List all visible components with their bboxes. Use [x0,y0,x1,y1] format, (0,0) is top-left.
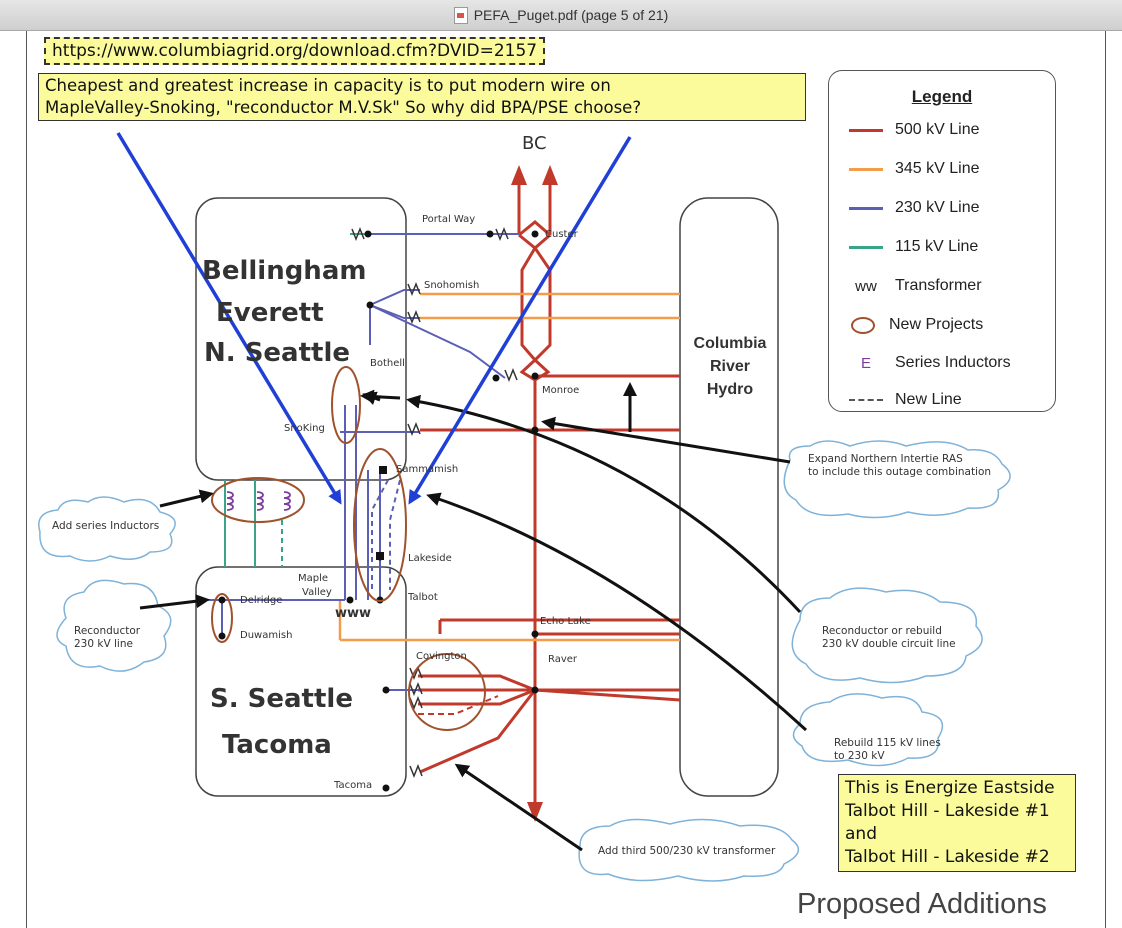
legend-item-115kv: 115 kV Line [849,236,978,258]
energize-eastside-note: This is Energize Eastside Talbot Hill - … [838,774,1076,872]
hydro-region-box [679,197,779,797]
inductor-icon: E [860,354,871,372]
cloud-reconductor-rebuild: Reconductor or rebuild 230 kV double cir… [822,625,956,650]
region-n-seattle: N. Seattle [204,338,350,368]
station-custer: Custer [545,229,578,240]
question-note: Cheapest and greatest increase in capaci… [38,73,806,121]
station-valley: Valley [302,587,332,598]
station-monroe: Monroe [542,385,580,396]
station-bc: BC [522,133,547,154]
legend-item-230kv: 230 kV Line [849,197,980,219]
legend-item-new-projects: New Projects [849,314,983,336]
pdf-file-icon [453,6,468,24]
new-line-icon [849,399,883,401]
question-line-1: Cheapest and greatest increase in capaci… [45,76,611,95]
station-talbot: Talbot [408,592,438,603]
question-line-2: MapleValley-Snoking, "reconductor M.V.Sk… [45,98,642,117]
region-tacoma: Tacoma [222,730,332,760]
cloud-rebuild-115: Rebuild 115 kV lines to 230 kV [834,737,941,762]
station-covington: Covington [416,651,467,662]
345kv-lines [338,292,680,642]
station-snohomish: Snohomish [424,280,480,291]
annotation-arrows [139,382,808,852]
station-tacoma: Tacoma [334,780,373,791]
legend-item-345kv: 345 kV Line [849,158,980,180]
transformer-icons [351,226,518,779]
callout-clouds [38,440,1011,882]
region-columbia-river-hydro: Columbia River Hydro [693,335,767,398]
station-snoking: SnoKing [284,423,325,434]
region-everett: Everett [216,298,324,328]
230kv-swatch [849,206,883,210]
region-bellingham: Bellingham [202,256,367,286]
legend-box: Legend 500 kV Line 345 kV Line 230 kV Li… [828,70,1056,412]
station-echo-lake: Echo Lake [540,616,591,627]
transformer-icon: ww [855,277,877,295]
window-titlebar: PEFA_Puget.pdf (page 5 of 21) [0,0,1122,31]
new-project-oval-icon [851,316,875,334]
series-inductors [226,491,291,511]
cloud-third-transformer: Add third 500/230 kV transformer [598,845,776,857]
station-bothell: Bothell [370,358,405,369]
ee-line-3: and [845,824,877,844]
legend-item-new-line: New Line [849,389,962,411]
station-delridge: Delridge [240,595,283,606]
station-lakeside: Lakeside [408,553,452,564]
legend-item-500kv: 500 kV Line [849,119,980,141]
ee-line-1: This is Energize Eastside [845,778,1055,798]
proposed-additions-title: Proposed Additions [797,888,1047,920]
north-region-box [195,197,407,481]
500kv-swatch [849,128,883,132]
south-region-box [195,566,407,797]
345kv-swatch [849,167,883,171]
region-s-seattle: S. Seattle [210,684,353,714]
ee-line-2: Talbot Hill - Lakeside #1 [845,801,1050,821]
window-title: PEFA_Puget.pdf (page 5 of 21) [473,7,669,23]
station-sammamish: Sammamish [396,464,459,475]
115kv-swatch [849,245,883,249]
transformer-glyph: www [335,606,372,621]
station-raver: Raver [548,654,578,665]
ee-line-4: Talbot Hill - Lakeside #2 [845,847,1050,867]
station-portal-way: Portal Way [422,214,476,225]
station-duwamish: Duwamish [240,630,293,641]
blue-question-arrows [116,132,632,505]
legend-title: Legend [911,87,973,106]
cloud-reconductor-230: Reconductor 230 kV line [74,625,141,650]
cloud-add-series-inductors: Add series Inductors [52,520,160,532]
url-note: https://www.columbiagrid.org/download.cf… [44,37,546,65]
cloud-northern-intertie: Expand Northern Intertie RAS to include … [808,453,992,478]
station-maple: Maple [298,573,329,584]
